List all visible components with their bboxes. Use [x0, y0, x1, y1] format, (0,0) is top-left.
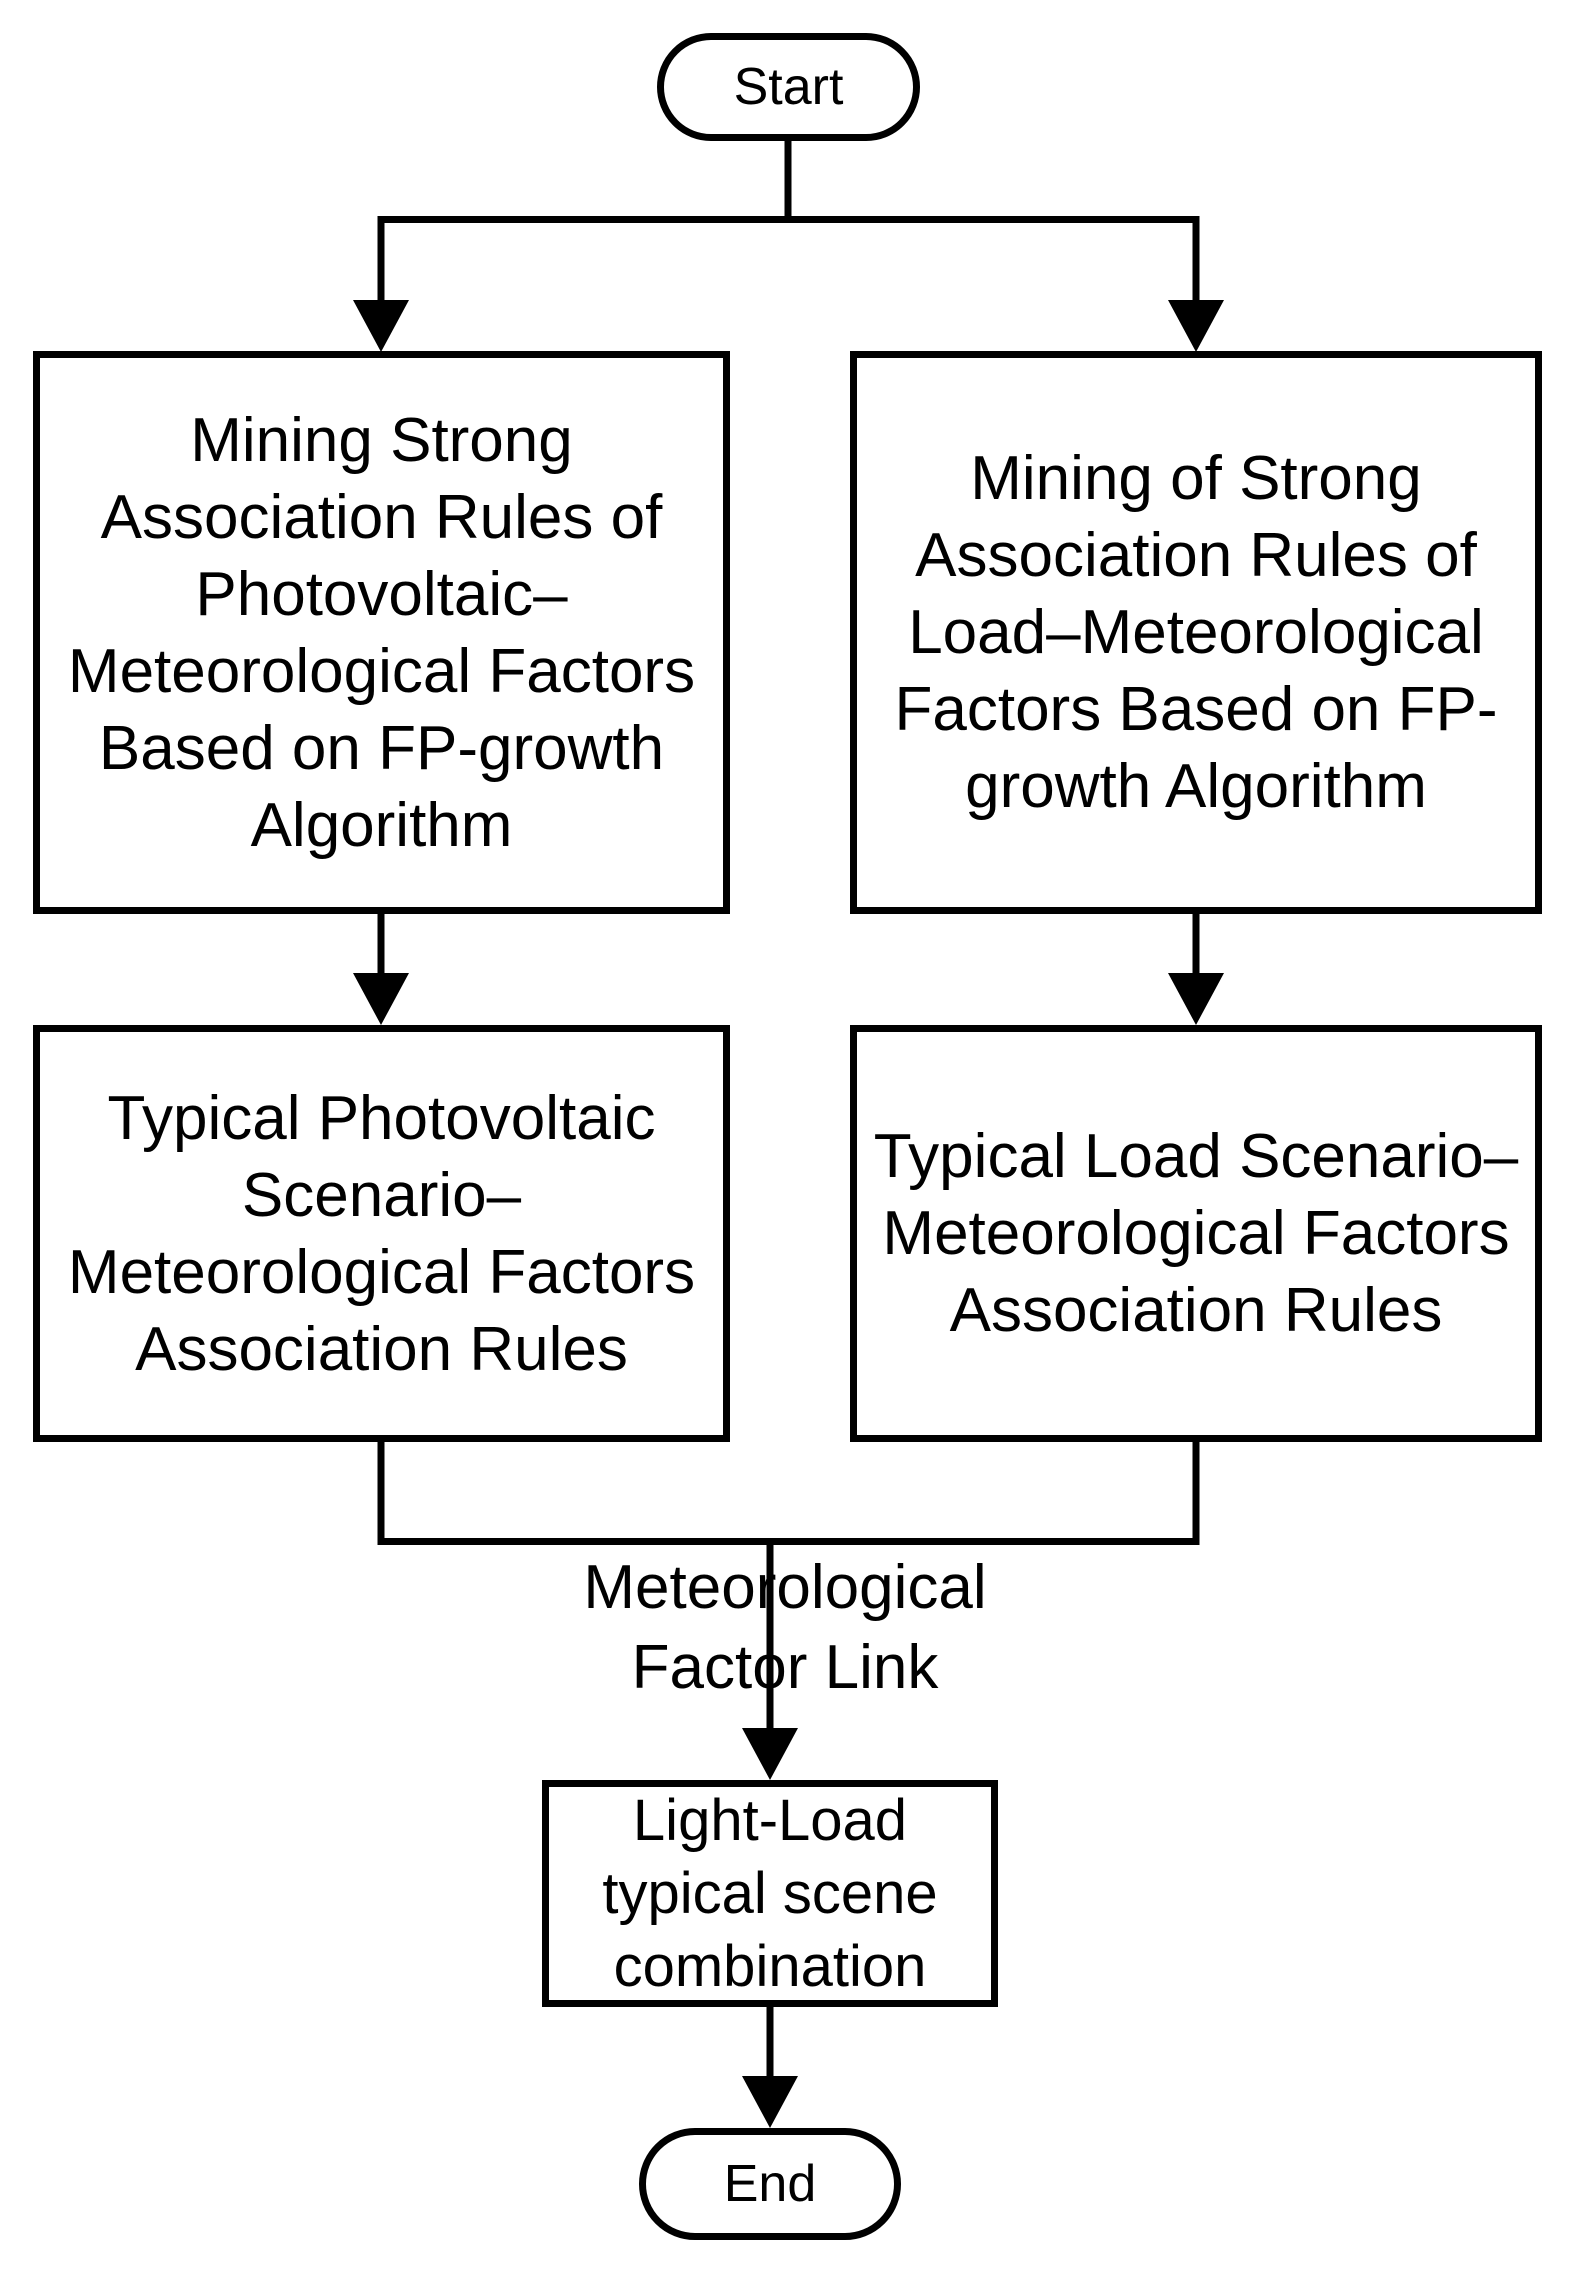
- top-branch-line: [377, 216, 1200, 302]
- typical-load-rules-node: Typical Load Scenario– Meteorological Fa…: [850, 1025, 1542, 1442]
- mining-load-rules-node: Mining of Strong Association Rules of Lo…: [850, 351, 1542, 914]
- typical-pv-rules-node: Typical Photovoltaic Scenario– Meteorolo…: [33, 1025, 730, 1442]
- end-node: End: [639, 2128, 901, 2240]
- arrow-to-typical-pv-icon: [353, 973, 409, 1025]
- mining-pv-rules-node: Mining Strong Association Rules of Photo…: [33, 351, 730, 914]
- arrow-to-end-icon: [742, 2076, 798, 2128]
- merge-line: [377, 1440, 1200, 1545]
- arrow-to-mining-pv-icon: [353, 300, 409, 352]
- arrow-to-combination-icon: [742, 1728, 798, 1780]
- meteorological-factor-link-label: Meteorological Factor Link: [583, 1553, 987, 1702]
- light-load-combination-node: Light-Load typical scene combination: [542, 1780, 998, 2007]
- start-node: Start: [657, 33, 920, 141]
- arrow-to-mining-load-icon: [1168, 300, 1224, 352]
- arrow-to-typical-load-icon: [1168, 973, 1224, 1025]
